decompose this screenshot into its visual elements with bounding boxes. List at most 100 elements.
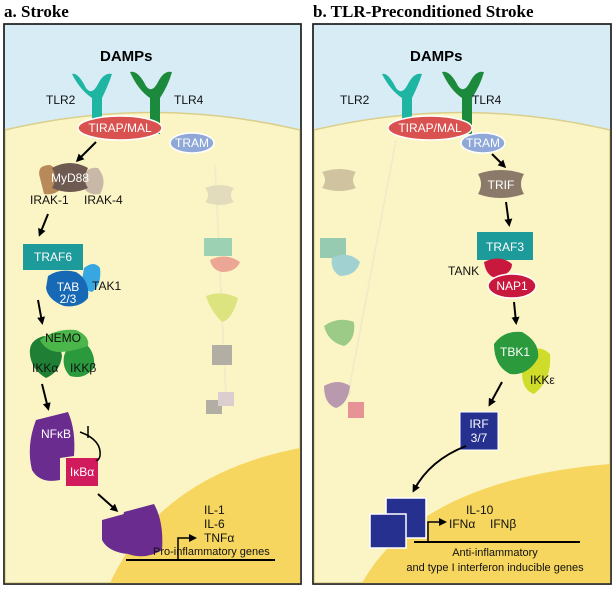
trif-label: TRIF <box>488 178 515 192</box>
tak1-label: TAK1 <box>92 279 121 293</box>
tank-label: TANK <box>448 264 479 278</box>
faded-trif-shape <box>205 185 234 205</box>
tlr2-receptor <box>72 73 112 128</box>
gene-ifnb: IFNβ <box>490 517 516 531</box>
panel-a: a. Stroke DAMPs TLR2 TLR4 TIRAP/MAL TRAM… <box>3 2 302 585</box>
faded-nap1-shape <box>210 256 240 272</box>
transcription-arrow <box>177 534 197 560</box>
gene-tnfa: TNFα <box>204 531 234 545</box>
nemo-label: NEMO <box>45 331 81 345</box>
nap1-label: NAP1 <box>496 279 528 293</box>
faded-ikba-shape <box>348 402 364 418</box>
tlr4-receptor <box>130 71 172 134</box>
tbk1-label: TBK1 <box>500 345 530 359</box>
traf3-protein <box>477 232 533 260</box>
faded-tbk1-shape <box>206 293 238 322</box>
ikk-beta-label: IKKβ <box>70 361 96 375</box>
faded-trif-pathway <box>204 164 240 414</box>
transcription-arrow-b <box>427 518 447 542</box>
arrow-nap1-to-tbk1 <box>511 301 520 325</box>
tab23-protein <box>46 270 89 307</box>
tlr4-receptor-b <box>442 71 484 134</box>
tram-adaptor-b <box>460 132 506 154</box>
damps-label: DAMPs <box>100 48 153 65</box>
gene-il10: IL-10 <box>466 503 494 517</box>
anti-inflammatory-label-line2: and type I interferon inducible genes <box>406 562 584 574</box>
arrow-irf-to-nucleus <box>412 445 467 493</box>
tirap-mal-label: TIRAP/MAL <box>88 121 152 135</box>
panel-a-title: a. Stroke <box>4 2 69 21</box>
tram-adaptor <box>169 132 215 154</box>
faded-irf-dimer-2 <box>218 392 234 406</box>
faded-traf6-shape <box>320 238 346 258</box>
arrow-trif-to-traf3 <box>504 201 513 227</box>
tlr2-label: TLR2 <box>46 93 76 107</box>
arrow-ikk-to-nfkb <box>41 383 51 411</box>
tab-label-line1: TAB <box>57 280 79 294</box>
pro-inflammatory-genes-label: Pro-inflammatory genes <box>153 546 270 558</box>
faded-pathway-line <box>214 164 230 401</box>
traf6-protein <box>23 244 83 270</box>
irf-label-line1: IRF <box>469 417 488 431</box>
gene-il6: IL-6 <box>204 517 225 531</box>
panel-a-border <box>3 23 302 585</box>
faded-myd88-shape <box>322 169 356 191</box>
faded-ikk-shape <box>324 319 355 346</box>
panel-b-title: b. TLR-Preconditioned Stroke <box>313 2 534 21</box>
trif-protein <box>478 170 524 198</box>
arrow-nfkb-to-nucleus <box>97 493 119 512</box>
ikba-protein <box>66 458 98 486</box>
panel-b: b. TLR-Preconditioned Stroke DAMPs TLR2 … <box>312 2 612 585</box>
tlr4-label: TLR4 <box>174 93 204 107</box>
ikba-label: IκBα <box>70 465 94 479</box>
arrow-myd88-to-traf6 <box>38 213 49 237</box>
gene-il1: IL-1 <box>204 503 225 517</box>
tirap-mal-label-b: TIRAP/MAL <box>398 121 462 135</box>
faded-myd88-pathway <box>320 139 397 418</box>
tlr2-receptor-b <box>382 73 422 128</box>
ikk-beta-protein <box>63 342 95 377</box>
faded-traf3-shape <box>204 238 232 256</box>
arrow-tram-to-trif <box>491 153 507 169</box>
arrow-tirap-to-myd88 <box>75 141 97 163</box>
faded-nfkb-shape <box>324 382 350 408</box>
faded-irf-dimer-1 <box>206 400 222 414</box>
myd88-protein <box>52 163 88 192</box>
anti-inflammatory-label-line1: Anti-inflammatory <box>452 547 538 559</box>
faded-myd88-line <box>345 139 397 398</box>
tlr4-label-b: TLR4 <box>472 93 502 107</box>
tram-label-b: TRAM <box>466 136 500 150</box>
arrow-tbk1-to-irf <box>488 381 503 407</box>
cytoplasm-b <box>313 111 611 584</box>
arrow-tak1-to-ikk <box>37 299 46 325</box>
nemo-protein <box>40 329 89 352</box>
tbk1-protein <box>494 331 539 375</box>
tirap-mal-adaptor <box>77 115 163 141</box>
ikk-alpha-label: IKKα <box>32 361 58 375</box>
myd88-label: MyD88 <box>51 171 89 185</box>
damps-label-b: DAMPs <box>410 48 463 65</box>
tlr2-label-b: TLR2 <box>340 93 370 107</box>
nucleus-b <box>362 464 610 583</box>
irf37-protein <box>459 411 499 451</box>
gene-ifna: IFNα <box>449 517 475 531</box>
ikke-label: IKKε <box>530 373 555 387</box>
inhibition-line <box>79 431 101 462</box>
irak1-label: IRAK-1 <box>30 193 69 207</box>
tirap-mal-adaptor-b <box>387 115 473 141</box>
faded-irf-shape <box>212 345 232 365</box>
nap1-protein <box>487 273 537 299</box>
nuclear-irf-dimer-2 <box>369 513 407 549</box>
nfkb-label: NFκB <box>41 427 71 441</box>
irf-label-line2: 3/7 <box>471 431 488 445</box>
tank-protein <box>484 258 512 278</box>
nuclear-nfkb-subunit <box>102 514 128 554</box>
nfkb-protein <box>29 412 75 481</box>
tab-label-line2: 2/3 <box>60 292 77 306</box>
traf6-label: TRAF6 <box>34 250 72 264</box>
tram-label: TRAM <box>175 136 209 150</box>
nuclear-nfkb-protein <box>121 504 163 557</box>
panel-b-border <box>312 23 612 585</box>
irak4-label: IRAK-4 <box>84 193 123 207</box>
